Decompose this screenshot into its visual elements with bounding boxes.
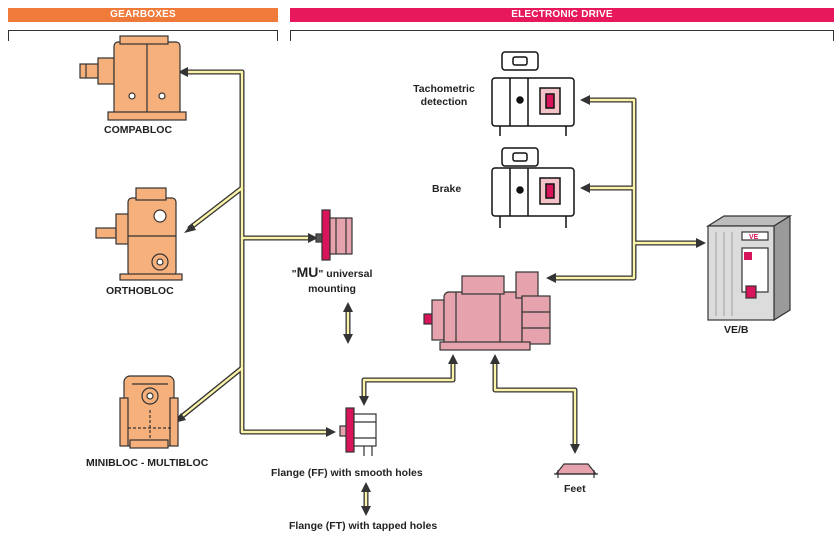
electronic-drive-header: ELECTRONIC DRIVE [290, 8, 834, 22]
compabloc-label: COMPABLOC [104, 124, 173, 136]
minibloc-illustration [119, 375, 179, 449]
arrow-to-compabloc [178, 67, 188, 77]
arrow-flange-down [361, 506, 371, 516]
arrow-mu-down [343, 334, 353, 344]
arrow-up-motor-right [490, 354, 500, 364]
brake-label: Brake [432, 183, 462, 195]
arrow-to-orthobloc [184, 223, 196, 233]
veb-cabinet-illustration [705, 214, 793, 322]
arrow-to-mu [308, 233, 318, 243]
arrow-flange-up [361, 482, 371, 492]
feet-illustration [554, 463, 598, 478]
orthobloc-label: ORTHOBLOC [106, 285, 174, 297]
arrow-to-veb [696, 238, 706, 248]
flange-ft-label: Flange (FT) with tapped holes [289, 520, 438, 532]
arrow-mu-up [343, 302, 353, 312]
flange-illustration [339, 407, 377, 456]
gearboxes-bracket [8, 30, 278, 41]
arrowheads [174, 67, 706, 516]
arrow-up-motor-left [448, 354, 458, 364]
arrow-to-flange-top [359, 396, 369, 406]
minibloc-label: MINIBLOC - MULTIBLOC [86, 457, 209, 469]
motor-illustration [423, 271, 551, 351]
electronic-drive-bracket [290, 30, 834, 41]
tacho-label: Tachometric detection [404, 83, 484, 109]
mu-quote-open: " [291, 268, 297, 280]
veb-label: VE/B [724, 324, 749, 336]
feet-label: Feet [564, 483, 586, 495]
gearboxes-header: GEARBOXES [8, 8, 278, 22]
tacho-line2: detection [420, 96, 468, 108]
mu-prefix: MU [296, 264, 319, 280]
mu-label: "MU" universal mounting [284, 265, 380, 297]
compabloc-illustration [79, 35, 187, 121]
arrow-to-motor [546, 273, 556, 283]
mu-mounting-illustration [315, 209, 353, 261]
arrow-to-flange [326, 427, 336, 437]
arrow-to-tacho [580, 95, 590, 105]
mu-quote-close: " [318, 268, 324, 280]
mu-line2: mounting [308, 283, 356, 295]
orthobloc-illustration [95, 187, 183, 281]
flange-ff-label: Flange (FF) with smooth holes [271, 467, 423, 479]
tacho-module-illustration [491, 51, 575, 136]
arrow-to-brake [580, 183, 590, 193]
arrow-to-feet [570, 444, 580, 454]
tacho-line1: Tachometric [413, 83, 475, 95]
ve-panel-label: VE [749, 234, 759, 241]
connector-lines [177, 69, 703, 513]
mu-line1: universal [323, 268, 373, 280]
brake-module-illustration [491, 147, 575, 228]
